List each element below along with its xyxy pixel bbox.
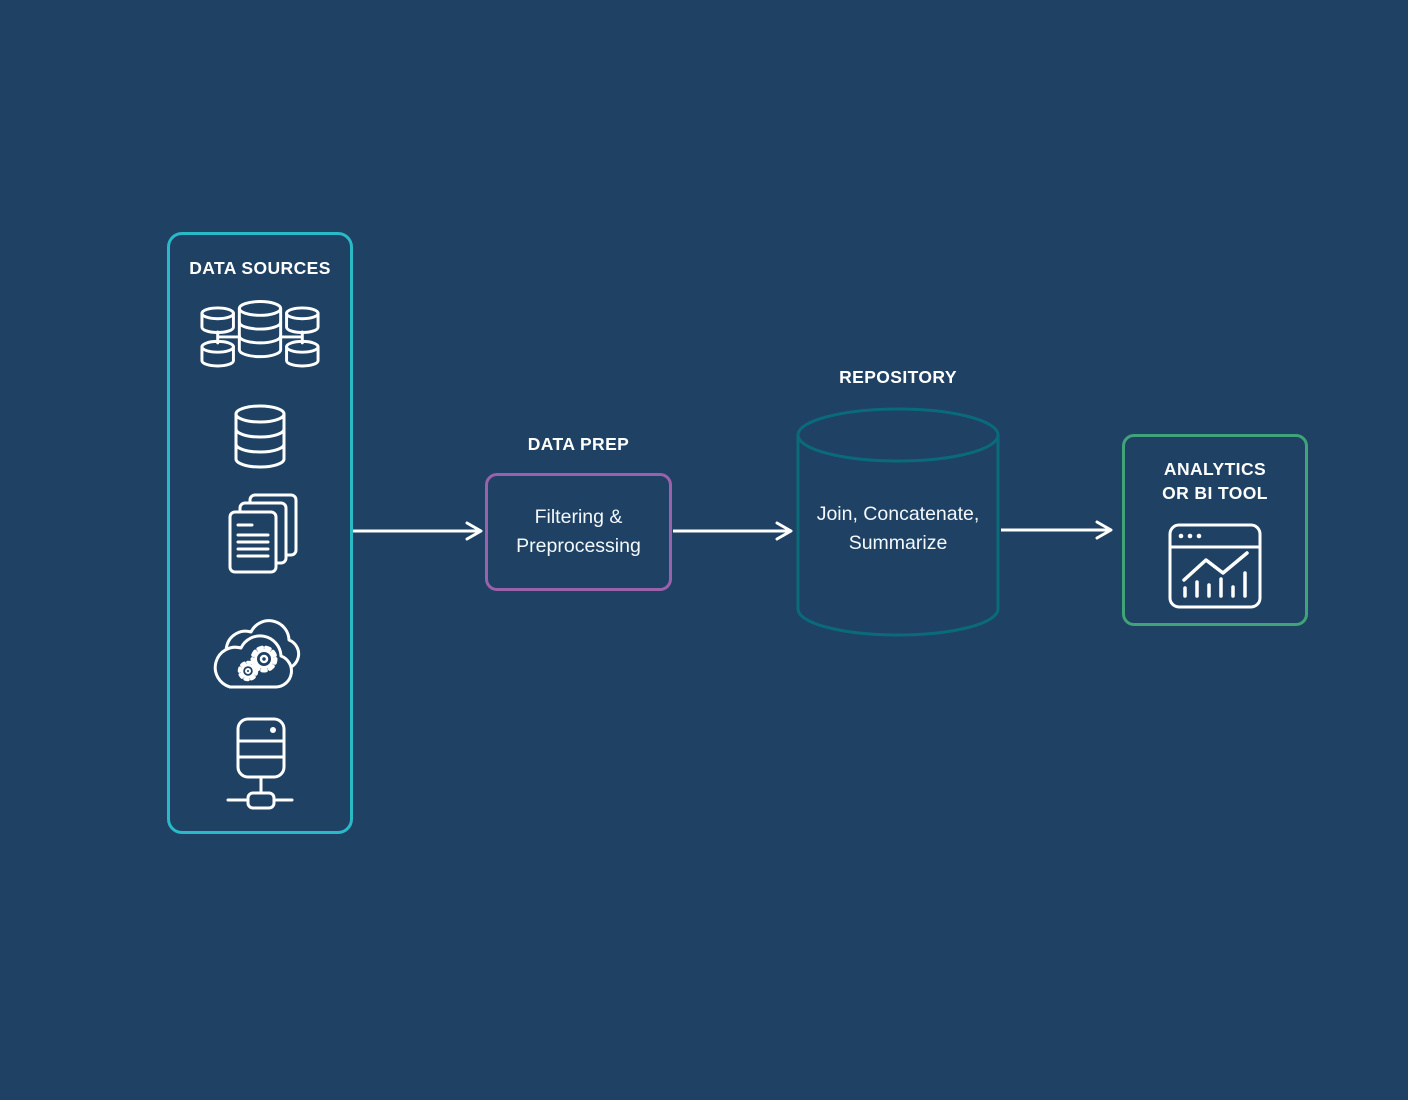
data-sources-title: DATA SOURCES — [189, 258, 331, 278]
documents-icon — [228, 493, 298, 574]
distributed-database-icon — [200, 300, 320, 368]
network-server-icon — [226, 717, 294, 810]
arrow-repository-to-analytics — [1001, 520, 1113, 540]
data-prep-title: DATA PREP — [527, 434, 630, 454]
arrow-prep-to-repository — [673, 521, 793, 541]
data-prep-label: Filtering & Preprocessing — [516, 505, 641, 557]
data-prep-box: Filtering & Preprocessing — [485, 473, 672, 591]
repository-label: Join, Concatenate, Summarize — [816, 502, 980, 554]
arrow-sources-to-prep — [353, 521, 483, 541]
analytics-box: ANALYTICS OR BI TOOL — [1122, 434, 1308, 626]
analytics-title: ANALYTICS OR BI TOOL — [1162, 459, 1268, 503]
database-icon — [234, 404, 286, 469]
cloud-services-icon — [213, 619, 301, 689]
repository-cylinder-icon — [796, 407, 1000, 637]
data-sources-box: DATA SOURCES — [167, 232, 353, 834]
repository-title: REPOSITORY — [839, 367, 957, 387]
dashboard-chart-icon — [1168, 523, 1262, 609]
